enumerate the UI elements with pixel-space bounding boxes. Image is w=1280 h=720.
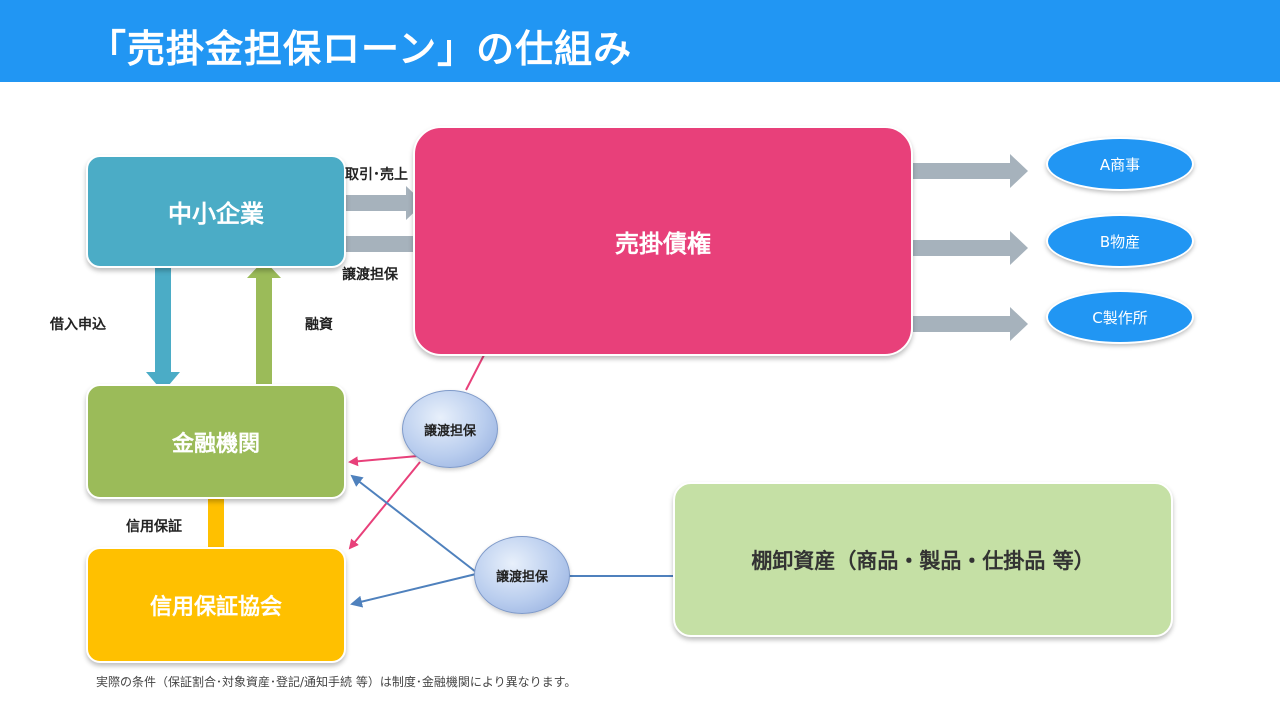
pink-arrow-to-bank <box>348 455 419 467</box>
node-guarantee-label: 信用保証協会 <box>149 595 282 620</box>
label-loan-application: 借入申込 <box>50 317 106 333</box>
arrow-to-customer-c <box>913 307 1028 341</box>
node-bank-label: 金融機関 <box>171 431 260 457</box>
seal-receivable-collateral: 譲渡担保 <box>402 390 498 468</box>
arrow-financing <box>247 260 281 384</box>
page-title: 「売掛金担保ローン」の仕組み <box>88 27 633 71</box>
label-assignment-collateral: 譲渡担保 <box>342 267 398 283</box>
label-credit-guarantee: 信用保証 <box>126 519 182 535</box>
navy-arrow-to-bank <box>350 474 477 573</box>
navy-arrow-to-guarantee <box>350 573 477 608</box>
node-sme-label: 中小企業 <box>168 200 264 228</box>
arrow-loan-application <box>146 268 180 392</box>
node-guarantee-association: 信用保証協会 <box>86 547 346 663</box>
arrow-to-customer-a <box>913 154 1028 188</box>
seal-inventory-collateral: 譲渡担保 <box>474 536 570 614</box>
customer-b: B物産 <box>1046 214 1194 268</box>
node-receivables: 売掛債権 <box>413 126 913 356</box>
node-inventory: 棚卸資産（商品・製品・仕掛品 等） <box>673 482 1173 637</box>
arrow-to-customer-b <box>913 231 1028 265</box>
node-receivables-label: 売掛債権 <box>615 229 711 258</box>
title-bar: 「売掛金担保ローン」の仕組み <box>0 0 1280 82</box>
label-financing: 融資 <box>305 317 333 333</box>
customer-c: C製作所 <box>1046 290 1194 344</box>
node-bank: 金融機関 <box>86 384 346 499</box>
label-trade-sales: 取引･売上 <box>345 167 408 183</box>
node-inventory-label: 棚卸資産（商品・製品・仕掛品 等） <box>751 548 1095 573</box>
pink-arrow-to-guarantee <box>348 461 421 550</box>
pink-line-receivables-to-seal <box>465 354 485 391</box>
node-sme: 中小企業 <box>86 155 346 268</box>
footnote: 実際の条件（保証割合･対象資産･登記/通知手続 等）は制度･金融機関により異なり… <box>96 675 577 689</box>
customer-a: A商事 <box>1046 137 1194 191</box>
